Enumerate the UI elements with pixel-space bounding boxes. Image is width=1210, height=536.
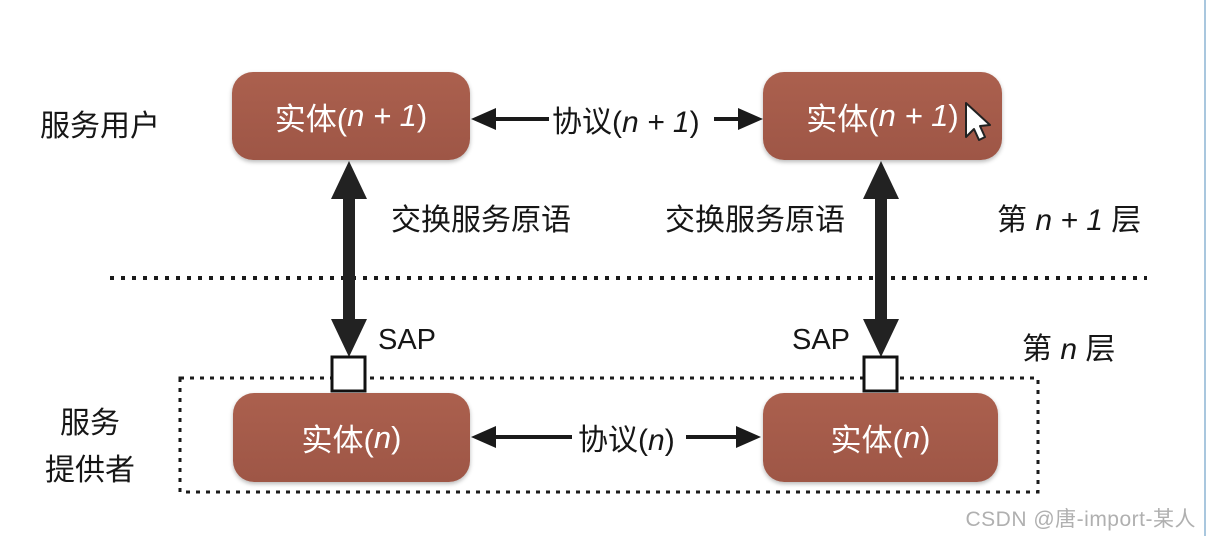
entity-box-n-plus-1-right: 实体(n + 1) (763, 72, 1002, 160)
protocol-n-plus-1-label: 协议(n + 1) (552, 97, 700, 141)
entity-label: 实体( (806, 101, 879, 137)
exchange-primitives-label-left: 交换服务原语 (391, 204, 571, 237)
entity-label-math: n (373, 419, 392, 455)
protocol-close: ) (689, 106, 700, 139)
service-primitive-arrow-left (331, 161, 367, 357)
exchange-primitives-label-right: 交换服务原语 (665, 204, 845, 237)
layer-n-plus-1-label: 第 n + 1 层 (997, 195, 1141, 239)
sap-label-left: SAP (378, 324, 437, 356)
csdn-watermark: CSDN @唐-import-某人 (965, 508, 1196, 531)
layer-n-label: 第 n 层 (1022, 324, 1115, 368)
layer-post: 层 (1077, 333, 1116, 366)
layer-math: n (1060, 333, 1078, 366)
entity-label-close: ) (391, 419, 402, 455)
protocol-close: ) (664, 424, 675, 457)
entity-label-math: n + 1 (347, 98, 417, 133)
entity-label-close: ) (948, 98, 959, 133)
protocol-n-label: 协议(n) (578, 415, 675, 459)
protocol-pre: 协议( (552, 106, 622, 139)
entity-box-n-plus-1-left: 实体(n + 1) (232, 72, 470, 160)
entity-label: 实体( (301, 423, 374, 458)
service-provider-line2: 提供者 (45, 454, 135, 487)
service-primitive-arrow-right (863, 161, 899, 357)
entity-label: 实体( (830, 423, 903, 458)
entity-label-close: ) (416, 98, 428, 133)
entity-box-n-left: 实体(n) (233, 393, 470, 482)
entity-box-n-right: 实体(n) (763, 393, 998, 482)
window-edge-line (1204, 0, 1206, 536)
sap-square-left (330, 355, 367, 393)
service-user-label: 服务用户 (40, 110, 160, 143)
sap-label-right: SAP (792, 324, 851, 356)
protocol-pre: 协议( (578, 424, 648, 457)
protocol-math: n + 1 (622, 106, 690, 139)
layer-pre: 第 (1022, 333, 1061, 366)
layer-pre: 第 (997, 204, 1036, 237)
entity-label-math: n + 1 (878, 98, 949, 133)
protocol-math: n (648, 424, 665, 457)
layer-post: 层 (1102, 204, 1142, 237)
entity-label-math: n (902, 419, 921, 455)
layer-math: n + 1 (1035, 204, 1103, 237)
entity-label: 实体( (274, 101, 348, 137)
sap-square-right (862, 355, 899, 393)
service-provider-line1: 服务 (60, 407, 120, 440)
entity-label-close: ) (920, 419, 931, 455)
service-provider-label: 服务 提供者 (38, 400, 142, 494)
